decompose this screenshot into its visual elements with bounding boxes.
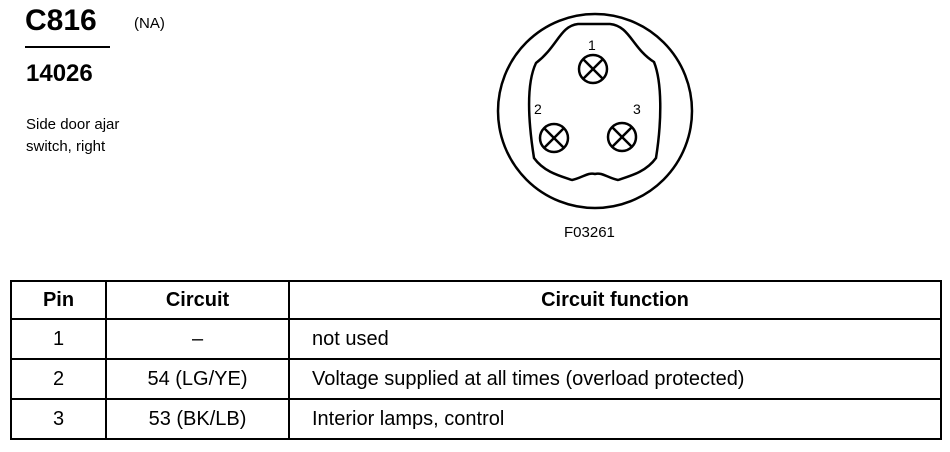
connector-outer-ring (496, 12, 694, 210)
part-number: 14026 (26, 60, 93, 87)
function-cell: not used (288, 318, 942, 360)
circuit-cell: 53 (BK/LB) (105, 398, 290, 440)
pin-cell: 2 (10, 358, 107, 400)
pin-cell: 3 (10, 398, 107, 440)
circuit-cell: 54 (LG/YE) (105, 358, 290, 400)
connector-description: Side door ajar switch, right (26, 114, 119, 158)
market-tag: (NA) (134, 15, 165, 32)
connector-id: C816 (25, 4, 97, 37)
figure-code: F03261 (564, 224, 615, 241)
connector-face-diagram: 1 2 3 (496, 12, 694, 210)
pin-3-label: 3 (633, 101, 641, 117)
table-row: 3 53 (BK/LB) Interior lamps, control (10, 398, 942, 440)
description-line-1: Side door ajar (26, 116, 120, 133)
pin-1-label: 1 (588, 37, 596, 53)
pin-cell: 1 (10, 318, 107, 360)
column-header-function: Circuit function (288, 280, 942, 320)
function-cell: Voltage supplied at all times (overload … (288, 358, 942, 400)
function-cell: Interior lamps, control (288, 398, 942, 440)
pin-3-terminal (606, 121, 638, 153)
connector-keyed-housing (527, 22, 662, 182)
title-underline (25, 46, 110, 48)
column-header-pin: Pin (10, 280, 107, 320)
circuit-cell: – (105, 318, 290, 360)
pin-2-label: 2 (534, 101, 542, 117)
pin-2-terminal (538, 122, 570, 154)
column-header-circuit: Circuit (105, 280, 290, 320)
table-row: 1 – not used (10, 318, 942, 360)
table-header-row: Pin Circuit Circuit function (10, 280, 942, 320)
pin-1-terminal (577, 53, 609, 85)
pinout-table: Pin Circuit Circuit function 1 – not use… (10, 280, 942, 440)
description-line-2: switch, right (26, 138, 106, 155)
table-row: 2 54 (LG/YE) Voltage supplied at all tim… (10, 358, 942, 400)
